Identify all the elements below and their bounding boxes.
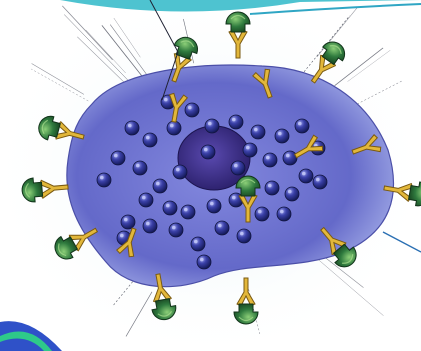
granule [143, 219, 157, 233]
granule [173, 165, 187, 179]
granule [125, 121, 139, 135]
granule [295, 119, 309, 133]
granule [237, 229, 251, 243]
granule [181, 205, 195, 219]
granule [283, 151, 297, 165]
granule [275, 129, 289, 143]
granule [185, 103, 199, 117]
granule [197, 255, 211, 269]
granule [167, 121, 181, 135]
granule [229, 115, 243, 129]
granule [153, 179, 167, 193]
granule [201, 145, 215, 159]
granule [205, 119, 219, 133]
granule [265, 181, 279, 195]
granule [143, 133, 157, 147]
granule [207, 199, 221, 213]
granule [263, 153, 277, 167]
granule [97, 173, 111, 187]
granule [313, 175, 327, 189]
granule [231, 161, 245, 175]
granule [111, 151, 125, 165]
granule [121, 215, 135, 229]
granule [139, 193, 153, 207]
granule [215, 221, 229, 235]
granule [255, 207, 269, 221]
granule [133, 161, 147, 175]
granule [285, 187, 299, 201]
granule [299, 169, 313, 183]
granule [243, 143, 257, 157]
granule [163, 201, 177, 215]
granule [191, 237, 205, 251]
granule [169, 223, 183, 237]
granule [277, 207, 291, 221]
granule [251, 125, 265, 139]
